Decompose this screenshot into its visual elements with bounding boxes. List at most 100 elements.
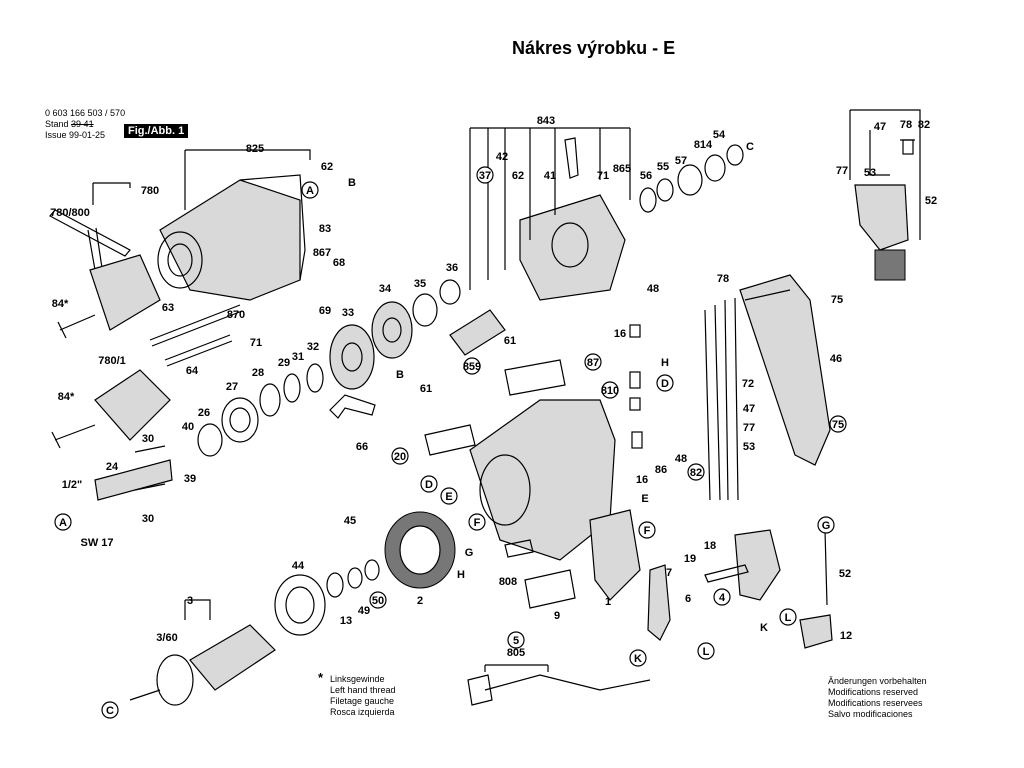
part-label: 77 <box>836 165 848 177</box>
part-label: 87 <box>587 357 599 369</box>
part-label: 54 <box>713 129 726 141</box>
part-label: H <box>457 569 465 581</box>
label-circle <box>713 588 731 606</box>
modifications-note: Änderungen vorbehalten Modifications res… <box>828 676 927 720</box>
part-label: 61 <box>504 335 516 347</box>
part-label: E <box>641 493 648 505</box>
part-label: 53 <box>864 167 876 179</box>
part-label: 49 <box>358 605 370 617</box>
part-label: 780/800 <box>50 207 90 219</box>
part-label: 814 <box>694 139 713 151</box>
part-label: 19 <box>684 553 696 565</box>
cable-guard-drawing <box>647 564 671 641</box>
note-line-2: Left hand thread <box>330 685 396 695</box>
part-label: 71 <box>250 337 262 349</box>
keyless-chuck-drawing <box>51 369 171 449</box>
part-label: H <box>661 357 669 369</box>
part-label: 62 <box>512 170 524 182</box>
mod-line-1: Änderungen vorbehalten <box>828 676 927 686</box>
note-line-3: Filetage gauche <box>330 696 395 706</box>
part-label: 52 <box>925 195 937 207</box>
part-label: 35 <box>414 278 426 290</box>
bearing-stack-drawing <box>197 363 324 457</box>
part-label: 6 <box>685 593 691 605</box>
part-label: 34 <box>379 283 392 295</box>
label-circle <box>507 631 525 649</box>
part-label: 30 <box>142 513 154 525</box>
part-label: 42 <box>496 151 508 163</box>
part-label: 72 <box>742 378 754 390</box>
label-circle <box>697 642 715 660</box>
part-label: 53 <box>743 441 755 453</box>
label-circle <box>301 181 319 199</box>
part-label: 52 <box>839 568 851 580</box>
brush-holders-drawing <box>629 324 643 449</box>
part-label: 2 <box>417 595 423 607</box>
part-label: 82 <box>918 119 930 131</box>
long-screws-drawing <box>149 304 243 367</box>
part-label: 83 <box>319 223 331 235</box>
part-label: 33 <box>342 307 354 319</box>
part-label: F <box>644 525 651 537</box>
label-circle <box>779 608 797 626</box>
part-label: 865 <box>613 163 631 175</box>
asterisk-mark: * <box>318 670 324 685</box>
part-label: 5 <box>513 635 519 647</box>
part-label: 64 <box>186 365 199 377</box>
label-circle <box>440 487 458 505</box>
label-circle <box>101 701 119 719</box>
gears-drawing <box>329 279 506 390</box>
part-label: 26 <box>198 407 210 419</box>
label-circle <box>687 463 705 481</box>
field-coil-drawing <box>384 511 456 589</box>
part-label: 75 <box>832 419 844 431</box>
page-title: Nákres výrobku - E <box>512 38 676 58</box>
spindle-drawing <box>94 445 173 501</box>
part-label: 78 <box>900 119 912 131</box>
part-label: 31 <box>292 351 304 363</box>
part-label: 77 <box>743 422 755 434</box>
part-label: 61 <box>420 383 432 395</box>
stand-label: Stand <box>45 119 69 129</box>
part-label: 30 <box>142 433 154 445</box>
part-label: 46 <box>830 353 842 365</box>
part-label: D <box>425 479 433 491</box>
part-label: 57 <box>675 155 687 167</box>
handle-drawing <box>739 274 831 466</box>
part-label: 75 <box>831 294 843 306</box>
part-label: 63 <box>162 302 174 314</box>
fan-baffle-drawing <box>274 574 326 636</box>
part-label: 66 <box>356 441 368 453</box>
figure-label: Fig./Abb. 1 <box>124 124 189 138</box>
part-label: 13 <box>340 615 352 627</box>
leader-brackets-drawing <box>92 127 631 672</box>
part-label: 50 <box>372 595 384 607</box>
part-label: 82 <box>690 467 702 479</box>
switch-drawing <box>704 529 781 601</box>
part-label: C <box>746 141 754 153</box>
mod-line-3: Modifications reservees <box>828 698 923 708</box>
part-label: 825 <box>246 143 264 155</box>
part-label: 3 <box>187 595 193 607</box>
part-label: 4 <box>719 592 726 604</box>
part-number: 0 603 166 503 / 570 <box>45 108 126 118</box>
part-label: 39 <box>184 473 196 485</box>
part-label: 48 <box>647 283 659 295</box>
part-label: 843 <box>537 115 555 127</box>
part-label: 780 <box>141 185 159 197</box>
part-label: 44 <box>292 560 305 572</box>
note-line-1: Linksgewinde <box>330 674 385 684</box>
note-line-4: Rosca izquierda <box>330 707 395 717</box>
intermediate-flange-drawing <box>519 137 626 301</box>
part-label: A <box>306 185 314 197</box>
part-label: 69 <box>319 305 331 317</box>
part-label: 808 <box>499 576 517 588</box>
part-label: 28 <box>252 367 264 379</box>
part-label: 7 <box>666 567 672 579</box>
wiring-drawing <box>704 297 739 501</box>
shift-lever-drawing <box>329 394 376 419</box>
part-label: 20 <box>394 451 406 463</box>
issue-value: 99-01-25 <box>69 130 106 140</box>
part-label: 870 <box>227 309 245 321</box>
part-label: 41 <box>544 170 556 182</box>
